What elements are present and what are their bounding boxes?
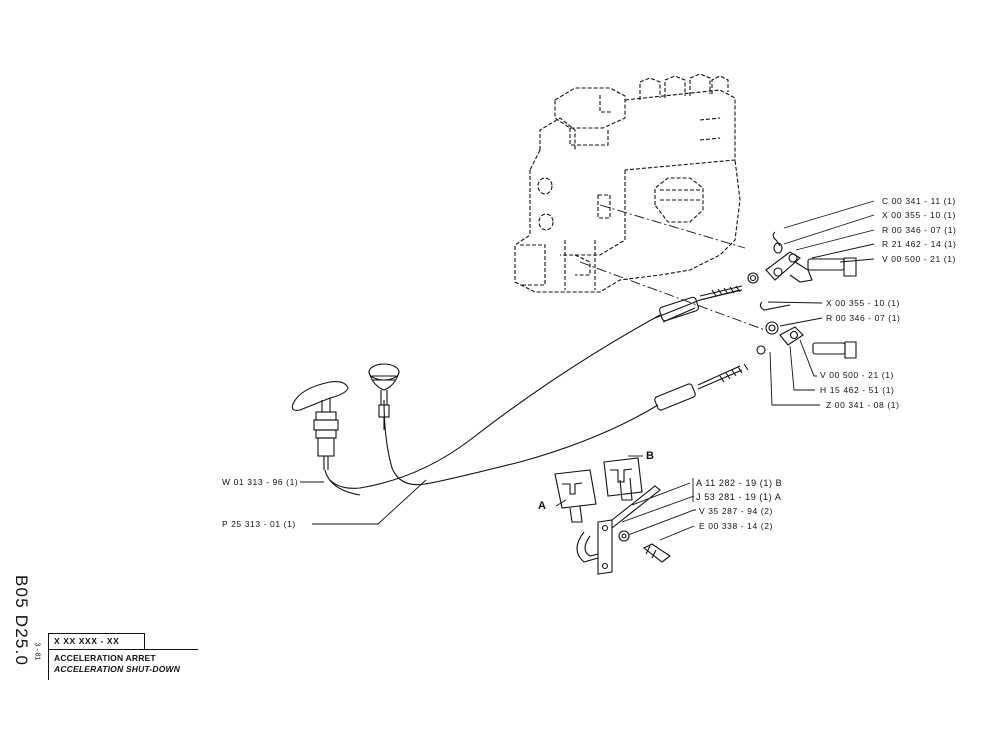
- tag-a: A: [538, 500, 546, 512]
- lower-cable-assembly: [383, 363, 749, 486]
- part-label-p-25-313-01: P 25 313 - 01 (1): [222, 519, 296, 529]
- part-label-r-00-346-07-upper: R 00 346 - 07 (1): [882, 225, 957, 235]
- part-label-v-35-287-94: V 35 287 - 94 (2): [699, 506, 773, 516]
- sheet-number: X XX XXX - XX: [54, 636, 120, 646]
- bracket-b: [603, 457, 643, 501]
- part-label-r-00-346-07-lower: R 00 346 - 07 (1): [826, 313, 901, 323]
- title-french: ACCELERATION ARRET: [54, 653, 156, 663]
- bracket-a: [554, 469, 597, 523]
- alignment-lines: [579, 204, 766, 331]
- part-label-h-15-462-51: H 15 462 - 51 (1): [820, 385, 895, 395]
- part-label-r-21-462-14: R 21 462 - 14 (1): [882, 239, 957, 249]
- injection-pump-outline: [514, 73, 741, 293]
- part-label-x-00-355-10-lower: X 00 355 - 10 (1): [826, 298, 900, 308]
- title-block-mid-rule: [48, 649, 198, 650]
- t-handle-control: [291, 381, 361, 496]
- mounting-clamp: [576, 485, 671, 575]
- part-label-w-01-313-96: W 01 313 - 96 (1): [222, 477, 299, 487]
- part-label-v-00-500-21-lower: V 00 500 - 21 (1): [820, 370, 894, 380]
- part-label-a-11-282-19: A 11 282 - 19 (1) B: [696, 478, 783, 488]
- part-label-e-00-338-14: E 00 338 - 14 (2): [699, 521, 773, 531]
- title-block-top-rule: [48, 633, 144, 634]
- sheet-code: B05 D25.0: [12, 575, 31, 667]
- part-label-z-00-341-08: Z 00 341 - 08 (1): [826, 400, 900, 410]
- tag-b: B: [646, 450, 654, 462]
- upper-cable-assembly: [329, 285, 743, 489]
- part-label-x-00-355-10-upper: X 00 355 - 10 (1): [882, 210, 956, 220]
- title-block: X XX XXX - XX ACCELERATION ARRET ACCELER…: [48, 633, 198, 680]
- title-english: ACCELERATION SHUT-DOWN: [54, 664, 181, 674]
- sheet-page: 3 - 81: [33, 642, 41, 661]
- part-label-c-00-341-11: C 00 341 - 11 (1): [882, 196, 956, 206]
- upper-linkage: [747, 231, 857, 284]
- lower-linkage: [756, 301, 857, 359]
- part-label-j-53-281-19: J 53 281 - 19 (1) A: [696, 492, 782, 502]
- title-block-left-rule: [48, 633, 49, 680]
- part-label-v-00-500-21-upper: V 00 500 - 21 (1): [882, 254, 956, 264]
- knob-control: [368, 363, 400, 430]
- title-block-right-rule: [144, 633, 145, 649]
- leader-lines: [300, 200, 875, 541]
